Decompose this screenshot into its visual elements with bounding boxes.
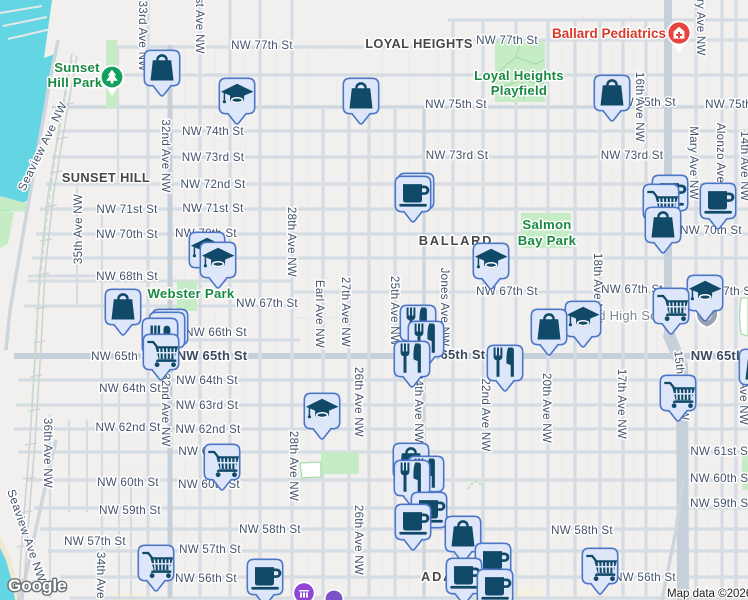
svg-text:14th Ave NW: 14th Ave NW: [738, 131, 748, 201]
svg-text:Map data ©2026: Map data ©2026: [667, 588, 748, 600]
svg-text:27th Ave NW: 27th Ave NW: [339, 277, 352, 347]
svg-text:NW 77th St: NW 77th St: [231, 39, 293, 52]
svg-text:NW 70th St: NW 70th St: [680, 224, 742, 237]
svg-text:NW 75th St: NW 75th St: [705, 98, 748, 111]
svg-text:NW 59th St: NW 59th St: [690, 497, 748, 510]
svg-text:SUNSET HILL: SUNSET HILL: [62, 170, 150, 185]
svg-text:16th Ave NW: 16th Ave NW: [633, 72, 646, 142]
svg-text:NW 71st St: NW 71st St: [96, 203, 158, 216]
svg-text:NW 60th St: NW 60th St: [97, 476, 159, 489]
svg-text:NW 77th St: NW 77th St: [476, 34, 538, 47]
svg-text:Loyal Heights: Loyal Heights: [474, 68, 564, 83]
svg-text:NW 73rd St: NW 73rd St: [182, 151, 245, 164]
svg-text:28th Ave NW: 28th Ave NW: [287, 431, 300, 501]
svg-text:NW 64th St: NW 64th St: [99, 382, 161, 395]
svg-text:Webster Park: Webster Park: [147, 286, 234, 301]
svg-text:Mary Ave NW: Mary Ave NW: [694, 0, 707, 56]
svg-text:Google: Google: [8, 576, 67, 595]
svg-text:35th Ave NW: 35th Ave NW: [72, 194, 85, 264]
svg-text:NW 59th St: NW 59th St: [99, 504, 161, 517]
svg-text:Alonzo Ave: Alonzo Ave: [714, 123, 727, 183]
svg-text:22nd Ave NW: 22nd Ave NW: [479, 378, 492, 451]
svg-text:17th Ave NW: 17th Ave NW: [615, 369, 628, 439]
svg-text:26th Ave NW: 26th Ave NW: [352, 505, 365, 575]
svg-text:NW 63rd St: NW 63rd St: [176, 399, 239, 412]
svg-text:20th Ave NW: 20th Ave NW: [540, 373, 553, 443]
svg-text:34th Ave NW: 34th Ave NW: [94, 552, 107, 600]
svg-text:NW 62nd St: NW 62nd St: [95, 421, 161, 434]
svg-text:Mary Ave NW: Mary Ave NW: [687, 126, 700, 199]
svg-text:NW 58th St: NW 58th St: [551, 524, 613, 537]
svg-text:NW 57th St: NW 57th St: [64, 535, 126, 548]
svg-text:26th Ave NW: 26th Ave NW: [352, 367, 365, 437]
svg-text:Earl Ave NW: Earl Ave NW: [313, 280, 326, 348]
svg-text:NW 58th St: NW 58th St: [239, 523, 301, 536]
svg-text:NW 75th St: NW 75th St: [425, 98, 487, 111]
svg-text:NW 73rd St: NW 73rd St: [426, 149, 489, 162]
svg-text:NW 67th St: NW 67th St: [476, 285, 538, 298]
svg-text:Hill Park: Hill Park: [47, 75, 102, 90]
svg-text:NW 73rd St: NW 73rd St: [601, 149, 664, 162]
svg-text:NW 65th St: NW 65th St: [177, 348, 248, 363]
svg-text:32nd Ave NW: 32nd Ave NW: [159, 373, 172, 446]
svg-text:Playfield: Playfield: [491, 83, 548, 98]
svg-text:NW 67th St: NW 67th St: [236, 297, 298, 310]
svg-text:NW 72nd St: NW 72nd St: [180, 178, 246, 191]
svg-text:31st Ave NW: 31st Ave NW: [193, 0, 206, 54]
svg-text:Ballard Pediatrics: Ballard Pediatrics: [552, 26, 666, 41]
svg-text:NW 56th St: NW 56th St: [614, 571, 676, 584]
svg-text:NW 65th St: NW 65th St: [91, 350, 153, 363]
svg-text:NW 60th St: NW 60th St: [690, 472, 748, 485]
svg-text:NW 65th St: NW 65th St: [691, 348, 748, 363]
svg-text:Sunset: Sunset: [54, 60, 100, 75]
svg-text:NW 71st St: NW 71st St: [182, 202, 244, 215]
svg-text:NW 64th St: NW 64th St: [176, 374, 238, 387]
svg-text:NW 68th St: NW 68th St: [96, 270, 158, 283]
svg-text:32nd Ave NW: 32nd Ave NW: [159, 119, 172, 192]
svg-text:25th Ave NW: 25th Ave NW: [388, 276, 401, 346]
svg-text:Salmon: Salmon: [522, 217, 571, 232]
svg-text:24th Ave NW: 24th Ave NW: [412, 373, 425, 443]
svg-text:NW 70th St: NW 70th St: [96, 228, 158, 241]
svg-text:NW 74th St: NW 74th St: [182, 125, 244, 138]
svg-text:28th Ave NW: 28th Ave NW: [285, 207, 298, 277]
svg-text:NW 67th St: NW 67th St: [601, 283, 663, 296]
svg-text:36th Ave NW: 36th Ave NW: [41, 418, 54, 488]
svg-text:NW 61st St: NW 61st St: [690, 445, 748, 458]
svg-text:NW 56th St: NW 56th St: [175, 572, 237, 585]
svg-text:NW 66th St: NW 66th St: [185, 326, 247, 339]
svg-text:Bay Park: Bay Park: [518, 233, 577, 248]
svg-text:NW 62nd St: NW 62nd St: [175, 423, 241, 436]
svg-text:LOYAL HEIGHTS: LOYAL HEIGHTS: [365, 36, 473, 51]
svg-text:NW 57th St: NW 57th St: [179, 543, 241, 556]
